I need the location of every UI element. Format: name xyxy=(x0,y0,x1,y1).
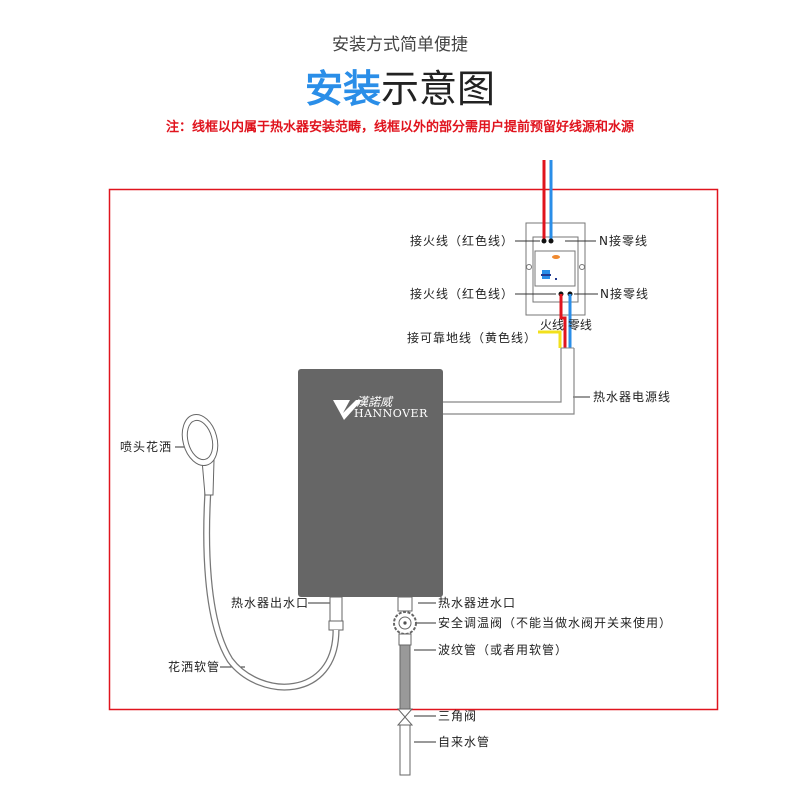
angle-valve-icon xyxy=(396,708,414,726)
title-rest: 示意图 xyxy=(381,67,496,111)
label-neutral-top: N接零线 xyxy=(599,234,648,248)
installation-scope-frame xyxy=(108,188,719,711)
label-safety-valve: 安全调温阀（不能当做水阀开关来使用） xyxy=(438,616,673,630)
label-shower-head: 喷头花洒 xyxy=(120,440,173,454)
logo-cn: 漢諾威 xyxy=(356,395,393,409)
water-main-pipe xyxy=(399,724,411,776)
page-title: 安装示意图 xyxy=(0,58,800,113)
water-heater-body xyxy=(298,369,443,597)
title-highlight: 安装 xyxy=(304,67,381,111)
circuit-breaker xyxy=(525,160,586,316)
logo-mark xyxy=(333,400,362,420)
label-outlet: 热水器出水口 xyxy=(231,596,310,610)
label-shower-hose: 花洒软管 xyxy=(168,660,221,674)
ground-wire xyxy=(538,330,562,348)
label-live-top: 接火线（红色线） xyxy=(410,234,515,248)
subtitle: 安装方式简单便捷 xyxy=(332,35,468,55)
inlet-assembly xyxy=(393,596,417,776)
label-neutral-bottom: N接零线 xyxy=(600,287,649,301)
label-ground: 接可靠地线（黄色线） xyxy=(407,331,538,345)
label-live-bottom: 接火线（红色线） xyxy=(410,287,515,301)
outlet-fitting xyxy=(328,596,344,631)
shower-head-icon xyxy=(181,414,219,496)
label-angle-valve: 三角阀 xyxy=(438,709,478,723)
label-water-main: 自来水管 xyxy=(438,735,491,749)
logo-en: HANNOVER xyxy=(354,407,428,420)
power-cable xyxy=(443,348,575,415)
label-corrugated-pipe: 波纹管（或者用软管） xyxy=(438,643,569,657)
label-power-cable: 热水器电源线 xyxy=(593,390,672,404)
label-inlet: 热水器进水口 xyxy=(438,596,517,610)
live-wire-out xyxy=(559,294,567,348)
label-live-neutral: 火线 零线 xyxy=(540,318,592,332)
installation-note: 注：线框以内属于热水器安装范畴，线框以外的部分需用户提前预留好线源和水源 xyxy=(165,120,634,135)
corrugated-pipe xyxy=(399,644,411,710)
